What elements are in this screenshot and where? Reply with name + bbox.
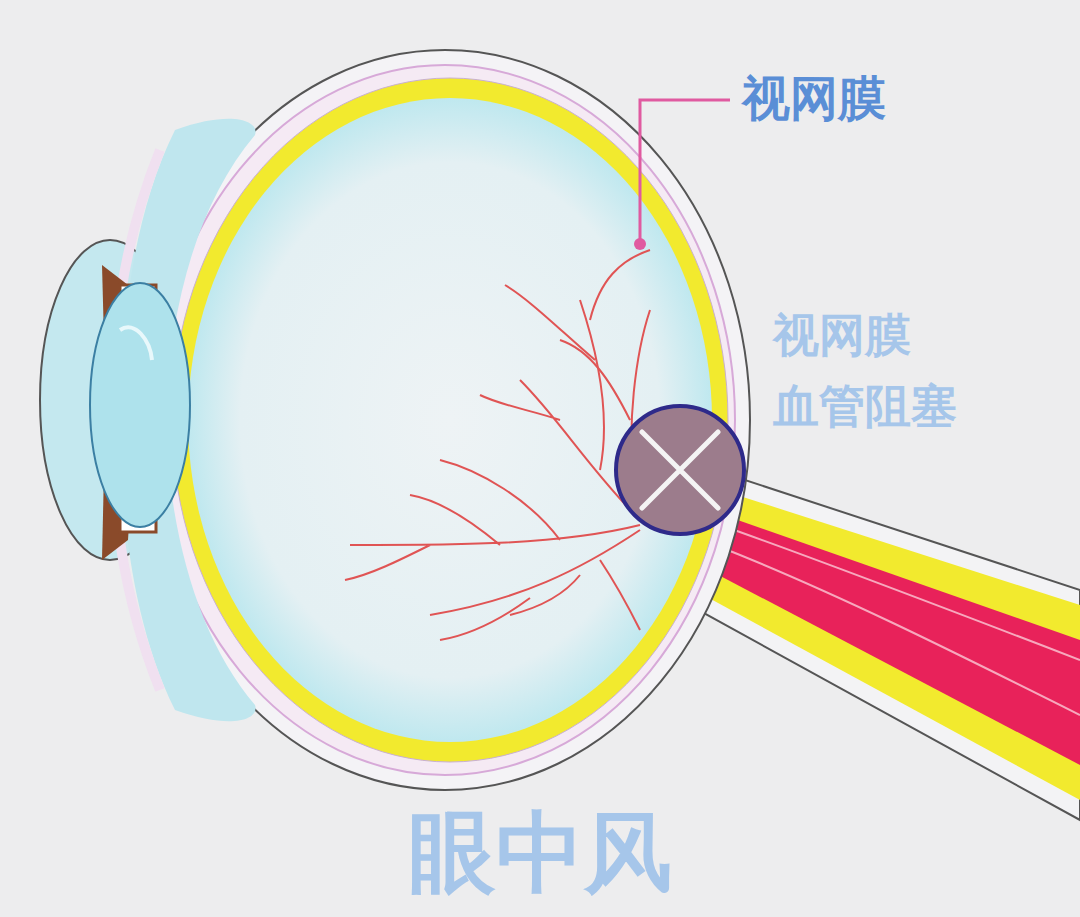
part-label: 视网膜 xyxy=(742,72,886,125)
part-label: 视网膜 血管阻塞 xyxy=(773,300,966,443)
iris-lens xyxy=(90,265,190,560)
eyeball xyxy=(40,50,750,790)
leader-line xyxy=(634,100,730,250)
occlusion-marker xyxy=(616,406,744,534)
diagram-title: 眼中风 xyxy=(408,805,672,902)
